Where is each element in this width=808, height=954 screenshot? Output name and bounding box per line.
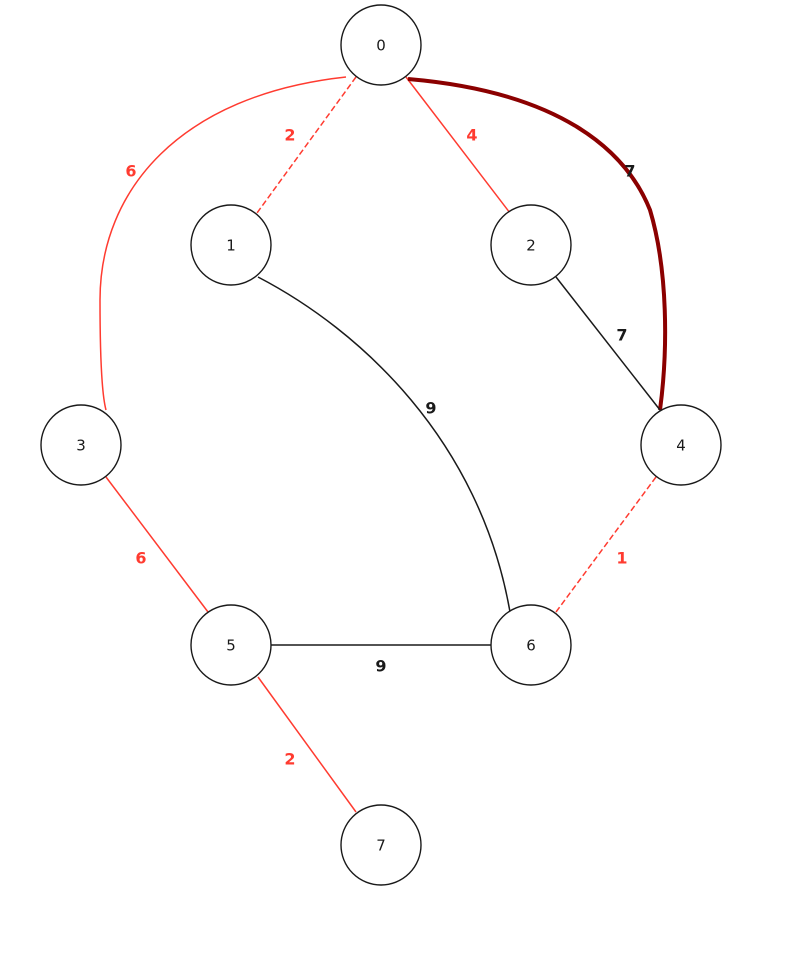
edge-1-6 <box>257 276 511 613</box>
node-label: 6 <box>526 637 536 655</box>
node-6: 6 <box>490 604 572 686</box>
node-label: 7 <box>376 837 386 855</box>
nodes-layer: 0 1 2 3 4 5 6 7 <box>40 4 722 886</box>
node-circle <box>190 204 272 286</box>
edge-weight-label-3-5: 6 <box>135 549 146 568</box>
edge-3-5 <box>105 476 209 613</box>
edge-weight-label-4-6: 1 <box>616 549 627 568</box>
node-5: 5 <box>190 604 272 686</box>
node-3: 3 <box>40 404 122 486</box>
edge-0-4 <box>407 77 668 411</box>
node-circle <box>640 404 722 486</box>
node-1: 1 <box>190 204 272 286</box>
node-4: 4 <box>640 404 722 486</box>
node-label: 3 <box>76 437 86 455</box>
node-circle <box>40 404 122 486</box>
node-2: 2 <box>490 204 572 286</box>
edge-weight-label-5-6: 9 <box>375 657 386 676</box>
edge-0-3 <box>99 76 347 411</box>
edge-5-7 <box>257 676 357 813</box>
edge-weight-label-0-2: 4 <box>466 126 477 145</box>
edges-layer <box>99 76 668 813</box>
node-label: 1 <box>226 237 236 255</box>
edge-weight-label-0-1: 2 <box>284 126 295 145</box>
node-circle <box>490 204 572 286</box>
node-circle <box>190 604 272 686</box>
node-0: 0 <box>340 4 422 86</box>
edge-weight-label-1-6: 9 <box>425 399 436 418</box>
node-7: 7 <box>340 804 422 886</box>
node-circle <box>340 4 422 86</box>
edge-2-4 <box>555 276 661 411</box>
edge-weight-label-0-3: 6 <box>125 162 136 181</box>
node-circle <box>490 604 572 686</box>
node-label: 5 <box>226 637 236 655</box>
node-label: 2 <box>526 237 536 255</box>
edge-4-6 <box>555 476 657 613</box>
node-label: 0 <box>376 37 386 55</box>
edge-weight-label-2-4: 7 <box>616 326 627 345</box>
node-label: 4 <box>676 437 686 455</box>
edge-labels-layer: 2 4 6 7 9 7 6 1 9 2 <box>125 126 635 769</box>
edge-0-2 <box>405 76 511 214</box>
edge-weight-label-0-4: 7 <box>624 162 635 181</box>
node-circle <box>340 804 422 886</box>
edge-0-1 <box>256 76 357 214</box>
edge-weight-label-5-7: 2 <box>284 750 295 769</box>
